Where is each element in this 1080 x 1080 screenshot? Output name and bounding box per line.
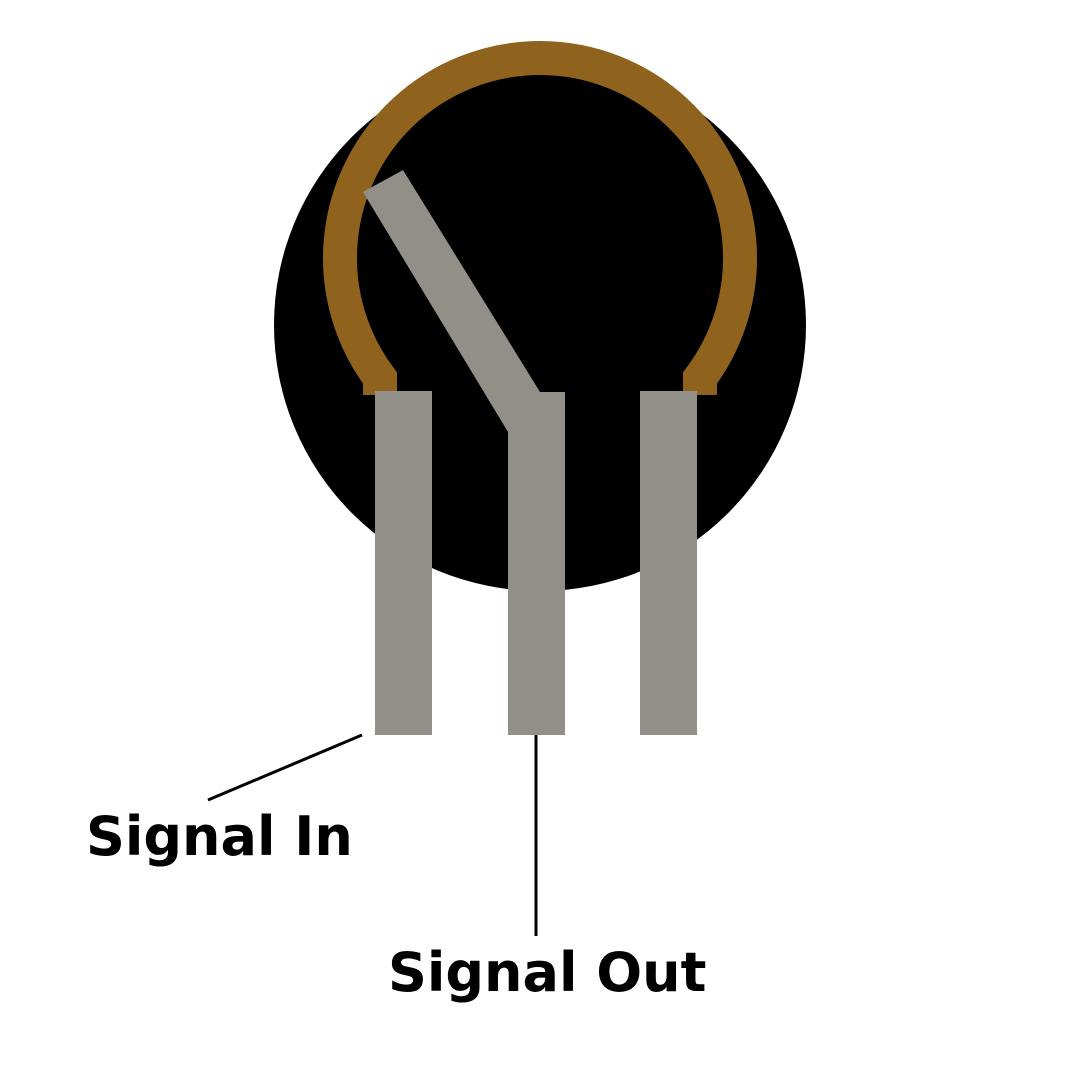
right-pin <box>640 391 697 735</box>
signal-in-leader-line <box>207 733 363 802</box>
signal-in-label: Signal In <box>86 805 353 868</box>
wiper <box>363 170 565 735</box>
signal-out-label: Signal Out <box>388 941 707 1004</box>
left-pin <box>375 391 432 735</box>
resistive-track <box>323 41 757 395</box>
